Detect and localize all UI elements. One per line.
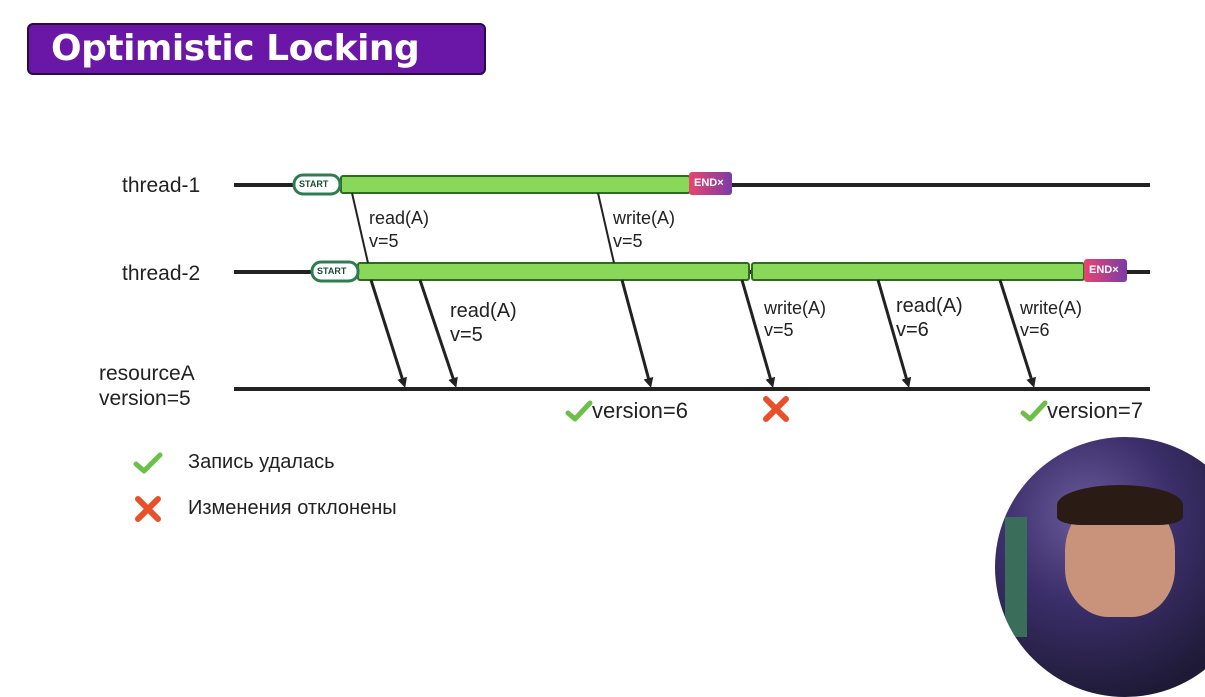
op-version: v=5 — [450, 324, 483, 346]
version-result: version=7 — [1047, 398, 1144, 423]
op-version: v=6 — [896, 319, 929, 341]
arrow-1 — [369, 279, 407, 388]
cross-icon — [763, 396, 789, 422]
op-version: v=6 — [1020, 320, 1050, 340]
version-result: version=6 — [592, 398, 689, 423]
arrow-6 — [998, 279, 1036, 388]
check-icon — [1020, 400, 1048, 422]
start-badge-2-label: START — [317, 266, 347, 276]
thread-1-bar — [340, 175, 691, 194]
end-badge-1 — [689, 172, 732, 195]
end-badge-1-label: END× — [694, 177, 724, 189]
legend-success-text: Запись удалась — [188, 451, 335, 473]
op-label: read(A) — [896, 295, 963, 317]
op-label: write(A) — [1020, 298, 1082, 318]
start-badge-2 — [310, 260, 360, 283]
op-label: read(A) — [450, 300, 517, 322]
arrow-2 — [418, 279, 458, 388]
arrow-5 — [876, 279, 912, 388]
presenter-hair — [1057, 485, 1183, 525]
legend-cross-icon — [135, 496, 161, 522]
thread-2-bar-b — [751, 262, 1085, 281]
legend-check-icon — [133, 452, 163, 474]
legend-rejected-text: Изменения отклонены — [188, 497, 397, 519]
resource-version-label: version=5 — [99, 387, 191, 410]
check-icon — [565, 400, 593, 422]
page-title: Optimistic Locking — [27, 23, 486, 75]
resource-label: resourceA — [99, 362, 195, 385]
op-version: v=5 — [613, 231, 643, 251]
op-label: write(A) — [613, 208, 675, 228]
timeline-diagram — [133, 172, 1150, 522]
end-badge-2 — [1084, 259, 1127, 282]
op-version: v=5 — [369, 231, 399, 251]
background-object — [1005, 517, 1027, 637]
arrow-3 — [620, 279, 654, 388]
thread-2-bar-a — [357, 262, 750, 281]
start-badge-1 — [292, 173, 342, 196]
thread-2-label: thread-2 — [122, 262, 201, 285]
op-label: read(A) — [369, 208, 430, 228]
arrow-4 — [740, 279, 776, 388]
start-badge-1-label: START — [299, 179, 329, 189]
end-badge-2-label: END× — [1089, 264, 1119, 276]
op-label: write(A) — [764, 298, 826, 318]
thread-1-label: thread-1 — [122, 174, 201, 197]
op-version: v=5 — [764, 320, 794, 340]
